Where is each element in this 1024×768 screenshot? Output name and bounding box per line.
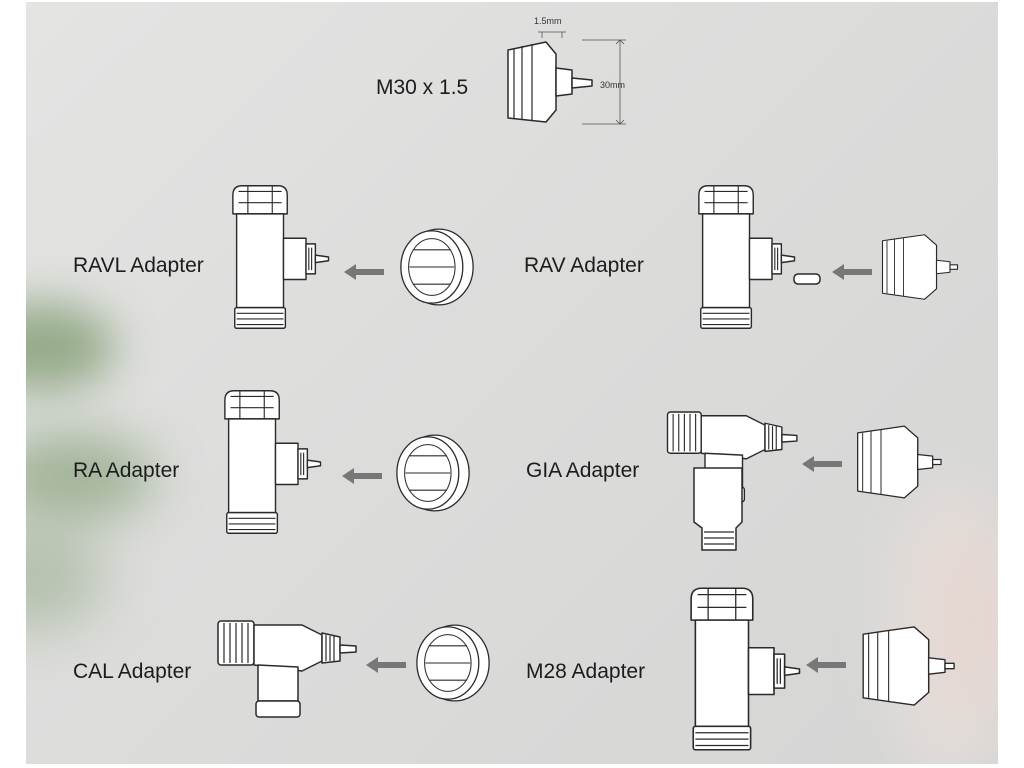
adapter-label: RAVL Adapter [73,254,204,277]
ravl-adapter-icon [400,228,474,306]
spec-dim-height: 30mm [600,80,625,90]
ra-adapter-icon [396,434,470,512]
blurred-plant [26,432,156,522]
blurred-wall [886,482,998,764]
gia-adapter-icon [856,425,942,499]
adapter-diagram: M30 x 1.5 1.5mm 30mm RAVL Adapter RAV Ad… [73,16,959,751]
cal-adapter-icon [416,624,490,702]
m28-adapter-icon [862,626,955,706]
rav-adapter-icon [881,234,959,300]
arrow-left-icon [342,468,382,484]
arrow-left-icon [344,264,384,280]
blurred-wall [926,522,998,722]
cal-valve-icon [217,620,357,718]
adapter-label: RA Adapter [73,459,179,482]
ravl-valve-icon [232,185,330,329]
gia-valve-stem [693,467,743,551]
arrow-left-icon [832,264,872,280]
rav-valve-icon [698,185,796,329]
m28-valve-icon [690,587,801,751]
adapter-label: CAL Adapter [73,660,191,683]
arrow-left-icon [366,657,406,673]
spec-dim-width: 1.5mm [534,16,562,26]
adapter-label: M28 Adapter [526,660,645,683]
ra-valve-icon [224,390,322,534]
diagram-background: M30 x 1.5 1.5mm 30mm RAVL Adapter RAV Ad… [26,2,998,764]
spec-label: M30 x 1.5 [376,76,468,99]
adapter-label: RAV Adapter [524,254,644,277]
rav-pin-icon [793,273,821,285]
arrow-left-icon [806,657,846,673]
adapter-label: GIA Adapter [526,459,639,482]
m30-head-icon [507,31,626,125]
arrow-left-icon [802,456,842,472]
